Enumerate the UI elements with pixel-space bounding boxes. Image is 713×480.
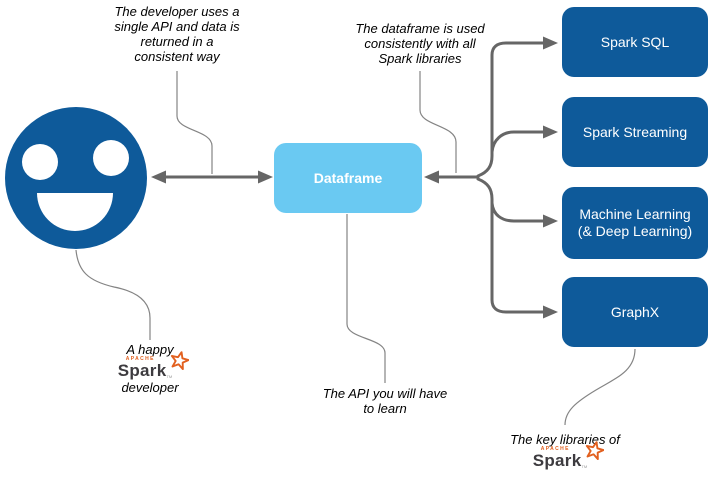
note-line: consistent way xyxy=(134,49,220,64)
spark-star-icon xyxy=(586,441,605,460)
left-eye xyxy=(22,144,58,180)
happy-developer-icon xyxy=(5,107,147,249)
node-dataframe: Dataframe xyxy=(274,143,422,213)
trademark-mark: TM xyxy=(166,374,173,379)
wire-key-libraries xyxy=(564,348,636,426)
edge-to-spark-streaming xyxy=(490,130,546,154)
wire-happy-caption xyxy=(75,249,151,340)
wire-api-note xyxy=(346,214,386,383)
arrowhead-left-to-developer xyxy=(151,170,166,184)
node-spark-streaming: Spark Streaming xyxy=(562,97,708,167)
wire-developer-note xyxy=(176,71,213,174)
note-developer-api: The developer uses a single API and data… xyxy=(87,4,267,64)
note-line: consistently with all xyxy=(364,36,476,51)
spark-wordmark: Spark xyxy=(117,361,167,380)
spark-star-icon xyxy=(171,351,190,370)
note-line: returned in a xyxy=(140,34,214,49)
node-machine-learning: Machine Learning (& Deep Learning) xyxy=(562,187,708,259)
node-dataframe-label: Dataframe xyxy=(313,170,383,186)
apache-spark-logo: APACHE SparkTM xyxy=(117,351,190,380)
edge-to-graphx xyxy=(476,177,546,314)
spark-wordmark: Spark xyxy=(532,451,582,470)
node-machine-learning-label: Machine Learning xyxy=(579,206,691,222)
edge-to-machine-learning xyxy=(490,201,546,223)
edge-to-spark-sql xyxy=(476,41,546,178)
trademark-mark: TM xyxy=(581,464,588,469)
caption-line: A happy xyxy=(126,342,174,357)
note-line: to learn xyxy=(363,401,407,416)
note-line: The dataframe is used xyxy=(355,21,485,36)
arrowhead-into-dataframe xyxy=(424,170,439,184)
arrowhead-right-to-dataframe xyxy=(258,170,273,184)
note-dataframe-usage: The dataframe is used consistently with … xyxy=(330,21,510,66)
note-line: single API and data is xyxy=(114,19,240,34)
right-eye xyxy=(93,140,129,176)
caption-line: The key libraries of xyxy=(510,432,620,447)
node-machine-learning-label2: (& Deep Learning) xyxy=(577,223,693,239)
smile-mouth xyxy=(37,193,113,231)
arrowhead-graphx xyxy=(543,305,558,319)
caption-line: developer xyxy=(121,380,179,395)
note-line: The developer uses a xyxy=(114,4,240,19)
note-line: The API you will have xyxy=(322,386,448,401)
apache-spark-logo: APACHE SparkTM xyxy=(532,441,605,470)
node-spark-sql: Spark SQL xyxy=(562,7,708,77)
node-spark-sql-label: Spark SQL xyxy=(600,33,670,50)
node-spark-streaming-label: Spark Streaming xyxy=(582,123,688,140)
arrowheads xyxy=(151,36,558,319)
thick-edges xyxy=(162,41,546,314)
apache-text: APACHE xyxy=(125,356,155,362)
annotation-wires xyxy=(75,71,636,426)
note-api-to-learn: The API you will have to learn xyxy=(295,386,475,416)
arrowhead-spark-sql xyxy=(543,36,558,50)
wire-dataframe-note xyxy=(419,71,457,173)
note-line: Spark libraries xyxy=(378,51,462,66)
caption-happy-developer: A happy APACHE SparkTM developer xyxy=(80,342,220,395)
node-graphx-label: GraphX xyxy=(610,303,660,320)
arrowhead-spark-streaming xyxy=(543,125,558,139)
caption-key-libraries: The key libraries of APACHE SparkTM xyxy=(485,432,645,470)
node-graphx: GraphX xyxy=(562,277,708,347)
arrowhead-machine-learning xyxy=(543,214,558,228)
apache-text: APACHE xyxy=(540,446,570,452)
